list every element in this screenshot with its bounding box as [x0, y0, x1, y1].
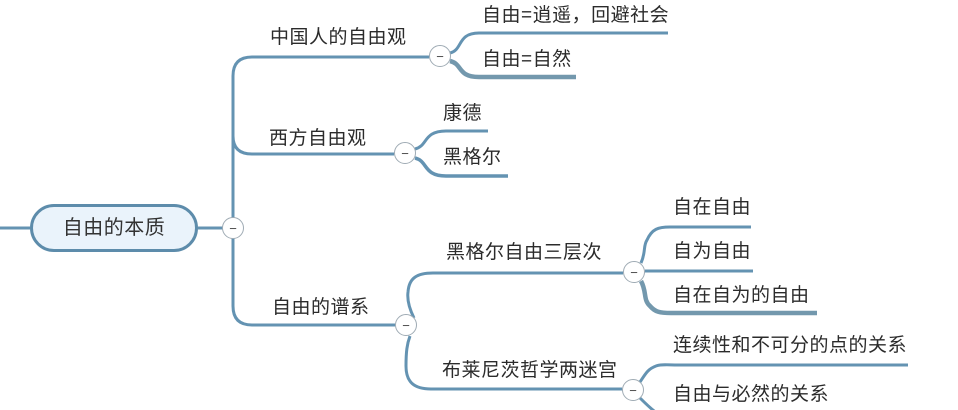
node-freedom-for-itself[interactable]: 自为自由 [673, 241, 752, 262]
node-leibniz-two-labyrinths[interactable]: 布莱尼茨哲学两迷宫 [442, 360, 618, 381]
node-kant[interactable]: 康德 [443, 103, 483, 124]
minus-icon: − [401, 145, 409, 161]
collapse-button-hegel-levels[interactable]: − [623, 261, 645, 283]
node-continuity-points-relation[interactable]: 连续性和不可分的点的关系 [673, 335, 908, 356]
collapse-button-leibniz[interactable]: − [622, 379, 644, 401]
connector-freedom-necessity [638, 396, 656, 410]
connector-continuity-points [638, 363, 908, 383]
minus-icon: − [629, 382, 637, 398]
node-freedom-necessity-relation[interactable]: 自由与必然的关系 [673, 384, 830, 405]
node-freedom-genealogy[interactable]: 自由的谱系 [272, 297, 370, 318]
minus-icon: − [630, 264, 638, 280]
connector-leibniz-labyrinths [404, 335, 622, 391]
node-freedom-carefree[interactable]: 自由=逍遥，回避社会 [482, 5, 670, 26]
connector-freedom-in-and-for-itself [638, 279, 817, 316]
connector-kant [414, 129, 488, 151]
node-freedom-in-and-for-itself[interactable]: 自在自为的自由 [673, 285, 810, 306]
root-node-label: 自由的本质 [62, 217, 166, 239]
root-node[interactable]: 自由的本质 [30, 204, 198, 252]
connector-freedom-carefree [449, 31, 668, 55]
node-western-freedom-view[interactable]: 西方自由观 [269, 128, 367, 149]
node-hegel-three-levels[interactable]: 黑格尔自由三层次 [446, 242, 603, 263]
node-hegel[interactable]: 黑格尔 [443, 147, 502, 168]
connector-branch-western [231, 135, 394, 156]
node-china-freedom-view[interactable]: 中国人的自由观 [270, 27, 407, 48]
node-freedom-nature[interactable]: 自由=自然 [482, 49, 572, 70]
collapse-button-root[interactable]: − [222, 217, 244, 239]
collapse-button-genealogy[interactable]: − [395, 314, 417, 336]
minus-icon: − [436, 48, 444, 64]
connector-freedom-in-itself [639, 225, 751, 264]
connector-trunk [231, 55, 429, 327]
connector-hegel [414, 156, 508, 178]
node-freedom-in-itself[interactable]: 自在自由 [673, 197, 752, 218]
collapse-button-western[interactable]: − [394, 142, 416, 164]
collapse-button-china[interactable]: − [429, 45, 451, 67]
minus-icon: − [402, 317, 410, 333]
connector-freedom-nature [449, 58, 576, 80]
connector-hegel-three-levels [406, 271, 623, 319]
minus-icon: − [229, 220, 237, 236]
